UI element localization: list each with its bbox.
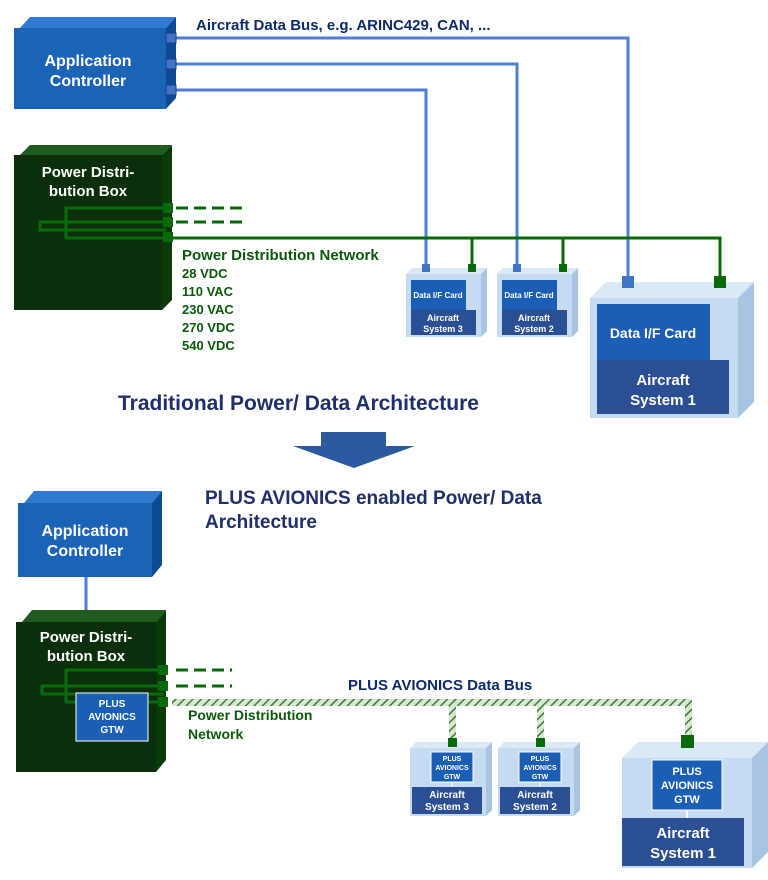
top-data-bus-lines (174, 36, 630, 282)
bottom-sys2-line1: Aircraft (517, 790, 553, 801)
bottom-title-line2: Architecture (205, 512, 317, 533)
bottom-sys3-line2: System 3 (425, 802, 469, 813)
top-sys1-line2: System 1 (630, 392, 696, 409)
top-sys3-line1: Aircraft (427, 313, 459, 323)
top-aircraft-system-1: Data I/F Card Aircraft System 1 (590, 276, 754, 418)
bottom-aircraft-system-2: PLUS AVIONICS GTW Aircraft System 2 (498, 738, 580, 816)
bottom-power-distribution-box: Power Distri- bution Box PLUS AVIONICS G… (16, 610, 168, 772)
top-sys2-line2: System 2 (514, 324, 554, 334)
bottom-data-bus (172, 668, 692, 740)
top-aircraft-system-3: Data I/F Card Aircraft System 3 (406, 264, 487, 337)
top-power-network-legend: Power Distribution Network 28 VDC 110 VA… (182, 247, 379, 353)
top-sys3-line2: System 3 (423, 324, 463, 334)
bottom-sys3-port (448, 738, 457, 747)
bottom-pdb-port-3 (158, 697, 168, 707)
bottom-gtw-line1: PLUS (99, 699, 126, 710)
top-application-controller: Application Controller (14, 17, 177, 109)
top-sys2-data-port (513, 264, 521, 272)
bottom-sys3-line1: Aircraft (429, 790, 465, 801)
bottom-sys2-gtw1: PLUS (531, 756, 550, 763)
top-power-distribution-box: Power Distri- bution Box (14, 145, 173, 310)
bottom-sys1-port (681, 735, 694, 748)
top-app-port-1 (165, 32, 177, 44)
bottom-pdb-port-2 (158, 681, 168, 691)
voltage-540vdc: 540 VDC (182, 338, 235, 353)
bottom-title-line1: PLUS AVIONICS enabled Power/ Data (205, 488, 542, 509)
top-sys2-line1: Aircraft (518, 313, 550, 323)
voltage-230vac: 230 VAC (182, 302, 234, 317)
top-sys1-power-port (714, 276, 726, 288)
voltage-28vdc: 28 VDC (182, 266, 228, 281)
top-sys2-power-port (559, 264, 567, 272)
voltage-110vac: 110 VAC (182, 284, 234, 299)
bottom-application-controller: Application Controller (18, 491, 162, 577)
bottom-sys2-port (536, 738, 545, 747)
top-sys3-data-port (422, 264, 430, 272)
bottom-pdb-line2: bution Box (47, 648, 126, 665)
bottom-power-network-line1: Power Distribution (188, 707, 312, 723)
bottom-app-controller-line1: Application (41, 523, 128, 540)
top-sys2-card: Data I/F Card (504, 291, 553, 300)
bottom-pdb-line1: Power Distri- (40, 629, 133, 646)
top-pdb-port-3 (163, 232, 173, 242)
top-app-port-2 (165, 58, 177, 70)
top-sys1-data-port (622, 276, 634, 288)
bottom-sys2-line2: System 2 (513, 802, 557, 813)
top-pdb-line1: Power Distri- (42, 164, 135, 181)
top-app-controller-line1: Application (44, 53, 131, 70)
top-sys3-card: Data I/F Card (413, 291, 462, 300)
bottom-gtw-line2: AVIONICS (88, 712, 136, 723)
top-section-title: Traditional Power/ Data Architecture (118, 392, 479, 415)
bottom-power-network-line2: Network (188, 726, 243, 742)
bottom-sys2-gtw2: AVIONICS (523, 765, 557, 772)
bottom-pdb-gtw (75, 692, 149, 742)
top-sys3-power-port (468, 264, 476, 272)
bottom-sys1-gtw1: PLUS (672, 766, 701, 778)
down-arrow-icon (293, 432, 415, 468)
bottom-sys1-gtw3: GTW (674, 794, 700, 806)
bottom-sys3-gtw2: AVIONICS (435, 765, 469, 772)
top-app-controller-line2: Controller (50, 73, 126, 90)
bottom-gtw-line3: GTW (100, 725, 124, 736)
top-power-network-title: Power Distribution Network (182, 247, 379, 264)
bottom-pdb-port-1 (158, 665, 168, 675)
top-data-bus-label: Aircraft Data Bus, e.g. ARINC429, CAN, .… (196, 17, 491, 34)
bottom-sys2-gtw3: GTW (532, 774, 549, 781)
voltage-270vdc: 270 VDC (182, 320, 235, 335)
bottom-aircraft-system-3: PLUS AVIONICS GTW Aircraft System 3 (410, 738, 492, 816)
bottom-data-bus-label: PLUS AVIONICS Data Bus (348, 677, 532, 694)
bottom-app-controller-line2: Controller (47, 543, 123, 560)
bottom-sys1-gtw2: AVIONICS (661, 780, 713, 792)
top-sys1-line1: Aircraft (636, 372, 689, 389)
bottom-sys3-gtw1: PLUS (443, 756, 462, 763)
top-app-port-3 (165, 84, 177, 96)
top-pdb-port-1 (163, 203, 173, 213)
bottom-sys3-gtw3: GTW (444, 774, 461, 781)
top-pdb-port-2 (163, 217, 173, 227)
top-aircraft-system-2: Data I/F Card Aircraft System 2 (497, 264, 578, 337)
bottom-sys1-line2: System 1 (650, 845, 716, 862)
top-pdb-line2: bution Box (49, 183, 128, 200)
top-sys1-card: Data I/F Card (610, 325, 696, 341)
bottom-aircraft-system-1: PLUS AVIONICS GTW Aircraft System 1 (622, 735, 768, 868)
bottom-sys1-line1: Aircraft (656, 825, 709, 842)
